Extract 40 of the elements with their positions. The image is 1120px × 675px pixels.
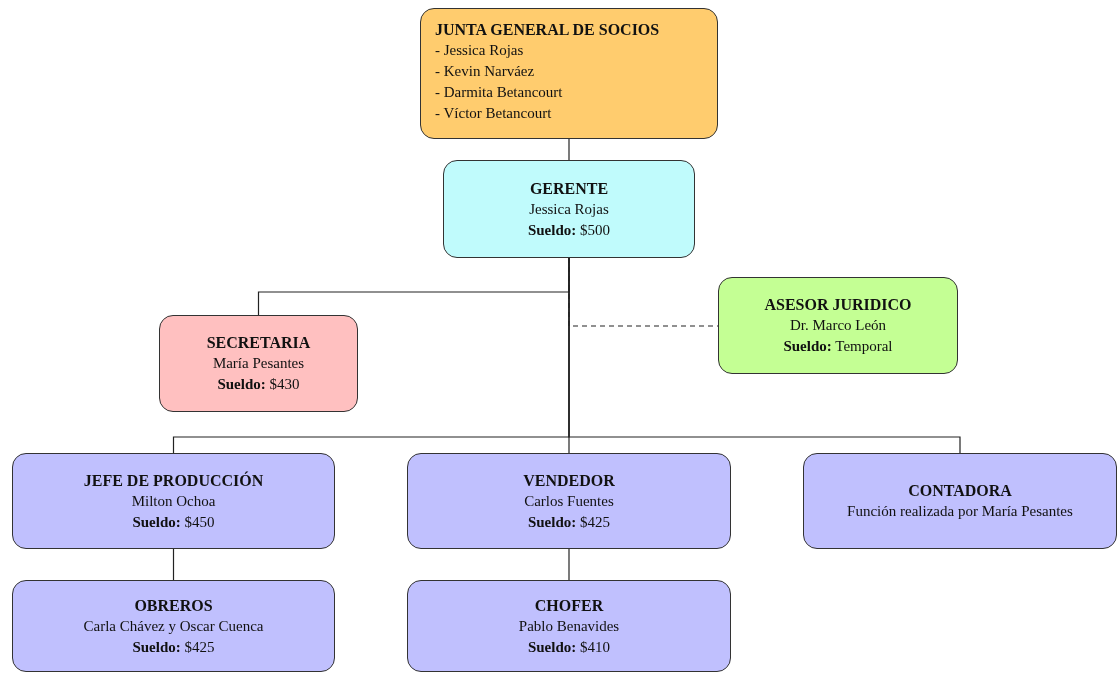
manager-box bbox=[443, 160, 695, 258]
role-title: JUNTA GENERAL DE SOCIOS bbox=[435, 20, 660, 40]
department-box bbox=[407, 453, 731, 549]
member-name: - Kevin Narváez bbox=[435, 62, 535, 81]
connector-line bbox=[172, 548, 175, 581]
detail-text: Dr. Marco León bbox=[789, 316, 887, 335]
role-title: CHOFER bbox=[534, 595, 604, 616]
role-title: VENDEDOR bbox=[523, 470, 615, 491]
detail-text: Sueldo: $450 bbox=[132, 512, 215, 532]
connector-line bbox=[568, 138, 570, 161]
detail-text: Jessica Rojas bbox=[529, 199, 609, 219]
secretary-box bbox=[159, 315, 358, 412]
department-box bbox=[12, 453, 335, 549]
role-title: SECRETARIA bbox=[206, 333, 311, 353]
detail-text: Pablo Benavides bbox=[518, 616, 620, 636]
detail-text: Sueldo: $500 bbox=[527, 220, 611, 240]
role-title: JEFE DE PRODUCCIÓN bbox=[83, 470, 264, 491]
role-title: GERENTE bbox=[529, 178, 609, 199]
staff-box bbox=[12, 580, 335, 672]
detail-text: María Pesantes bbox=[212, 354, 305, 373]
detail-text: Milton Ochoa bbox=[131, 491, 216, 511]
detail-text: Sueldo: $425 bbox=[527, 512, 611, 532]
board-box bbox=[420, 8, 718, 139]
role-title: OBREROS bbox=[134, 595, 213, 616]
connector-line bbox=[568, 548, 570, 581]
member-name: - Darmita Betancourt bbox=[435, 83, 563, 102]
detail-text: Carlos Fuentes bbox=[524, 491, 614, 511]
member-name: - Jessica Rojas bbox=[435, 41, 524, 60]
detail-text: Sueldo: Temporal bbox=[783, 337, 893, 356]
role-title: CONTADORA bbox=[908, 481, 1012, 501]
detail-text: Sueldo: $410 bbox=[527, 637, 611, 657]
role-title: ASESOR JURIDICO bbox=[764, 295, 912, 315]
department-box bbox=[803, 453, 1117, 549]
staff-box bbox=[407, 580, 731, 672]
detail-text: Carla Chávez y Oscar Cuenca bbox=[83, 616, 264, 636]
advisor-box bbox=[718, 277, 958, 374]
detail-text: Sueldo: $425 bbox=[132, 637, 215, 657]
member-name: - Víctor Betancourt bbox=[435, 104, 552, 123]
detail-text: Función realizada por María Pesantes bbox=[847, 502, 1073, 521]
detail-text: Sueldo: $430 bbox=[217, 375, 300, 394]
